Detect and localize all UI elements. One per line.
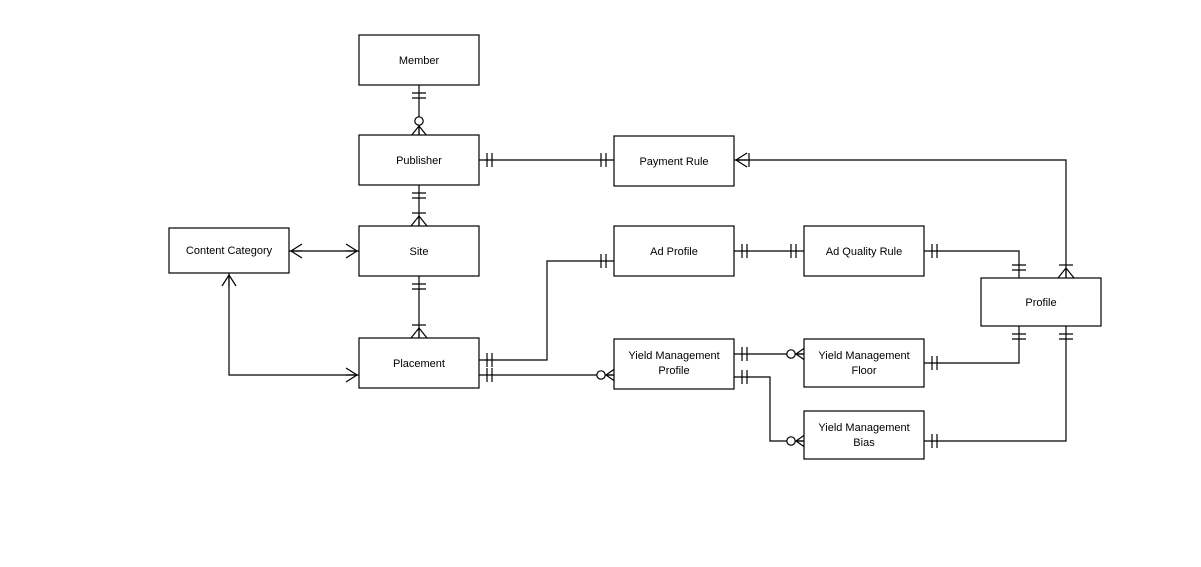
entity-payment-rule[interactable]: Payment Rule [613, 135, 735, 187]
card-one-only-publisher-bottom [412, 192, 426, 199]
entity-label-ym-profile-line2: Profile [658, 365, 689, 377]
card-one-only-site-bottom [412, 283, 426, 290]
connector-adqualityrule-profile [924, 250, 1020, 278]
card-one-only-adqualityrule-right [931, 244, 938, 258]
card-crowsfoot-placement-top [410, 327, 428, 339]
entity-label-ad-profile: Ad Profile [650, 246, 698, 258]
card-crowsfoot-site-top [410, 215, 428, 227]
entity-label-ym-floor-line1: Yield Management [818, 350, 909, 362]
card-one-only-profile-topleft [1012, 264, 1026, 271]
entity-ym-profile[interactable]: Yield Management Profile [613, 338, 735, 390]
connector-ymprofile-ymbias [734, 376, 804, 442]
card-one-only-member [412, 92, 426, 99]
card-one-only-adprofile-right [741, 244, 748, 258]
card-crowsfoot-paymentrule-right [735, 152, 748, 168]
connector-ymbias-profile [924, 326, 1067, 442]
connector-contentcategory-placement [228, 273, 359, 376]
card-one-only-paymentrule-left [600, 153, 607, 167]
entity-profile[interactable]: Profile [980, 277, 1102, 327]
card-crowsfoot-site-left [345, 243, 358, 259]
card-one-only-ymfloor-right [931, 356, 938, 370]
card-crowsfoot-contentcategory-bottom [221, 274, 237, 287]
card-one-only-placement-right-lower [486, 368, 493, 382]
entity-site[interactable]: Site [358, 225, 480, 277]
card-one-only-profile-bottomleft [1012, 333, 1026, 340]
entity-label-payment-rule: Payment Rule [639, 156, 708, 168]
entity-ad-quality-rule[interactable]: Ad Quality Rule [803, 225, 925, 277]
card-one-only-placement-right-upper [486, 353, 493, 367]
card-one-only-ymprofile-right-upper [741, 347, 748, 361]
card-one-only-publisher-right [486, 153, 493, 167]
card-zero-circle-ymprofile-left [596, 370, 606, 380]
entity-ym-floor[interactable]: Yield Management Floor [803, 338, 925, 388]
entity-ym-bias[interactable]: Yield Management Bias [803, 410, 925, 460]
connector-paymentrule-profile [734, 159, 1067, 278]
entity-label-member: Member [399, 55, 440, 67]
card-one-only-profile-bottomright [1059, 333, 1073, 340]
card-one-only-ymbias-right [931, 434, 938, 448]
entity-label-ym-floor-line2: Floor [851, 365, 876, 377]
entity-label-site: Site [410, 246, 429, 258]
card-crowsfoot-publisher-top [410, 125, 428, 137]
card-crowsfoot-contentcategory-right [290, 243, 303, 259]
card-one-only-adqualityrule-left [790, 244, 797, 258]
card-crowsfoot-profile-topright [1057, 267, 1075, 279]
entity-ad-profile[interactable]: Ad Profile [613, 225, 735, 277]
entity-layer: Member Publisher Site Placement Content … [168, 34, 1102, 460]
entity-label-ym-profile-line1: Yield Management [628, 350, 719, 362]
card-crowsfoot-placement-left [345, 367, 358, 383]
entity-label-ad-quality-rule: Ad Quality Rule [826, 246, 902, 258]
entity-member[interactable]: Member [358, 34, 480, 86]
entity-label-publisher: Publisher [396, 155, 442, 167]
card-one-only-adprofile-left [600, 254, 607, 268]
entity-placement[interactable]: Placement [358, 337, 480, 389]
entity-label-profile: Profile [1025, 297, 1056, 309]
connector-ymfloor-profile [924, 326, 1020, 364]
entity-label-ym-bias-line1: Yield Management [818, 422, 909, 434]
entity-label-ym-bias-line2: Bias [853, 437, 875, 449]
entity-content-category[interactable]: Content Category [168, 227, 290, 274]
entity-publisher[interactable]: Publisher [358, 134, 480, 186]
card-zero-circle-publisher [414, 116, 424, 126]
connector-layer [221, 85, 1075, 449]
connector-placement-adprofile [479, 260, 614, 361]
card-zero-circle-ymfloor-left [786, 349, 796, 359]
card-one-only-ymprofile-right-lower [741, 370, 748, 384]
entity-label-placement: Placement [393, 358, 445, 370]
card-zero-circle-ymbias-left [786, 436, 796, 446]
entity-label-content-category: Content Category [186, 245, 273, 257]
